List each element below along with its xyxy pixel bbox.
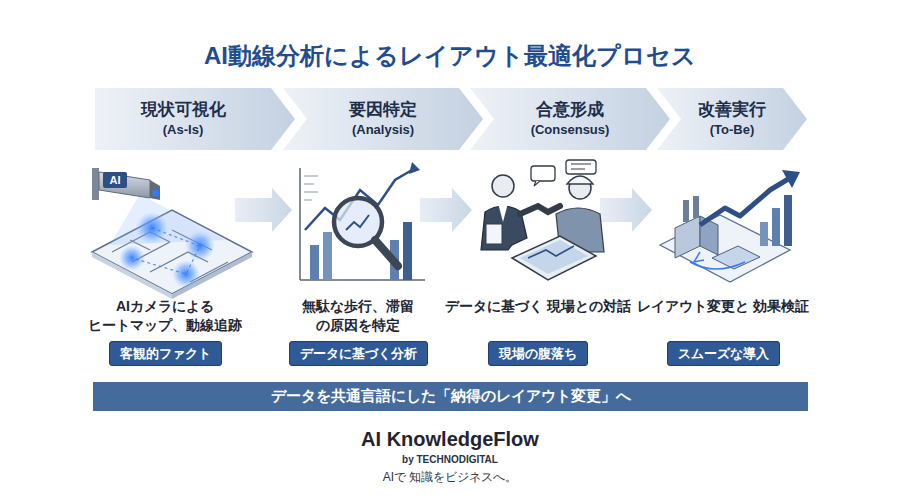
brand-name: AI KnowledgeFlow <box>250 426 650 453</box>
step-description: レイアウト変更と 効果検証 <box>628 297 818 316</box>
consensus-meeting-illustration <box>534 181 540 186</box>
stage-chevron: 合意形成(Consensus) <box>470 88 670 150</box>
brand-byline: by TECHNODIGITAL <box>250 453 650 467</box>
chevron-shape <box>470 88 670 150</box>
stage-chevron: 改善実行(To-Be) <box>657 88 807 150</box>
camera-heatmap-illustration <box>172 260 200 288</box>
consensus-meeting-illustration <box>498 203 508 222</box>
stage-chevron: 現状可視化(As-Is) <box>95 88 295 150</box>
analysis-chart-illustration <box>323 232 332 280</box>
stage-subheading: (Analysis) <box>352 121 414 139</box>
consensus-meeting-illustration <box>520 240 588 274</box>
stage-heading: 要因特定 <box>349 99 417 121</box>
tag-text: データに基づく分析 <box>300 346 417 361</box>
consensus-meeting-illustration <box>481 160 604 280</box>
tag-text: 客観的ファクト <box>120 346 211 361</box>
camera-heatmap-illustration <box>185 231 215 261</box>
summary-band: データを共通言語にした「納得のレイアウト変更」へ <box>93 382 808 411</box>
factory-improvement-illustration <box>660 170 800 282</box>
factory-improvement-illustration <box>782 170 800 188</box>
footer-logo-mark <box>350 421 550 422</box>
step-description: 無駄な歩行、滞留 の原因を特定 <box>263 297 453 335</box>
stage-subheading: (To-Be) <box>710 121 755 139</box>
stage-heading: 改善実行 <box>698 99 766 121</box>
tag-box: スムーズな導入 <box>667 341 780 366</box>
factory-improvement-illustration <box>660 215 790 282</box>
camera-heatmap-illustration <box>92 168 99 200</box>
analysis-chart-illustration <box>310 245 319 280</box>
camera-heatmap-illustration <box>172 252 252 299</box>
camera-badge: AI <box>103 172 127 188</box>
analysis-chart-illustration <box>409 162 420 174</box>
consensus-meeting-illustration <box>531 166 555 181</box>
tag-text: 現場の腹落ち <box>499 346 577 361</box>
stage-chevron: 要因特定(Analysis) <box>283 88 483 150</box>
factory-improvement-illustration <box>675 216 700 258</box>
camera-heatmap-illustration <box>99 172 150 198</box>
footer-logo-mark <box>350 421 550 422</box>
chevron-shape <box>283 88 483 150</box>
camera-heatmap-illustration <box>153 190 160 197</box>
stage-subheading: (Consensus) <box>531 121 610 139</box>
consensus-meeting-illustration <box>567 176 593 184</box>
consensus-meeting-illustration <box>486 224 502 244</box>
consensus-meeting-illustration <box>492 175 514 197</box>
chevron-shape <box>657 88 807 150</box>
factory-improvement-illustration <box>772 208 780 246</box>
factory-improvement-illustration <box>760 222 768 246</box>
factory-improvement-illustration <box>683 200 689 222</box>
brand-tagline: AIで 知識をビジネスへ。 <box>250 469 650 485</box>
stage-subheading: (As-Is) <box>163 121 203 139</box>
camera-heatmap-illustration <box>103 172 127 188</box>
factory-improvement-illustration <box>700 178 790 225</box>
analysis-chart-illustration <box>375 240 398 266</box>
analysis-chart-illustration <box>304 176 318 200</box>
analysis-chart-illustration <box>299 168 301 280</box>
consensus-meeting-illustration <box>571 164 591 169</box>
stage-heading: 現状可視化 <box>141 99 226 121</box>
chevron-shape <box>95 88 295 150</box>
camera-heatmap-illustration <box>150 180 160 200</box>
factory-improvement-illustration <box>693 196 699 218</box>
diagram-title: AI動線分析によるレイアウト最適化プロセス <box>100 40 800 72</box>
band-text: データを共通言語にした「納得のレイアウト変更」へ <box>271 387 631 406</box>
factory-improvement-illustration <box>784 195 792 246</box>
tag-box: データに基づく分析 <box>289 341 428 366</box>
camera-heatmap-illustration <box>132 228 200 274</box>
flow-arrows <box>235 188 292 232</box>
analysis-chart-illustration <box>346 215 369 230</box>
analysis-chart-illustration <box>300 162 425 280</box>
tag-box: 客観的ファクト <box>109 341 222 366</box>
step-description: AIカメラによる ヒートマップ、動線追跡 <box>70 297 260 335</box>
factory-improvement-illustration <box>690 252 745 269</box>
analysis-chart-illustration <box>403 222 412 280</box>
consensus-meeting-illustration <box>512 236 596 280</box>
stage-heading: 合意形成 <box>536 99 604 121</box>
tag-text: スムーズな導入 <box>678 346 769 361</box>
camera-heatmap-illustration <box>92 168 252 299</box>
consensus-meeting-illustration <box>566 160 596 174</box>
flow-arrows <box>420 188 472 232</box>
tag-box: 現場の腹落ち <box>488 341 588 366</box>
consensus-meeting-illustration <box>520 206 560 214</box>
consensus-meeting-illustration <box>528 246 574 258</box>
flow-arrows <box>600 188 652 232</box>
step-description: データに基づく 現場との対話 <box>443 297 633 316</box>
